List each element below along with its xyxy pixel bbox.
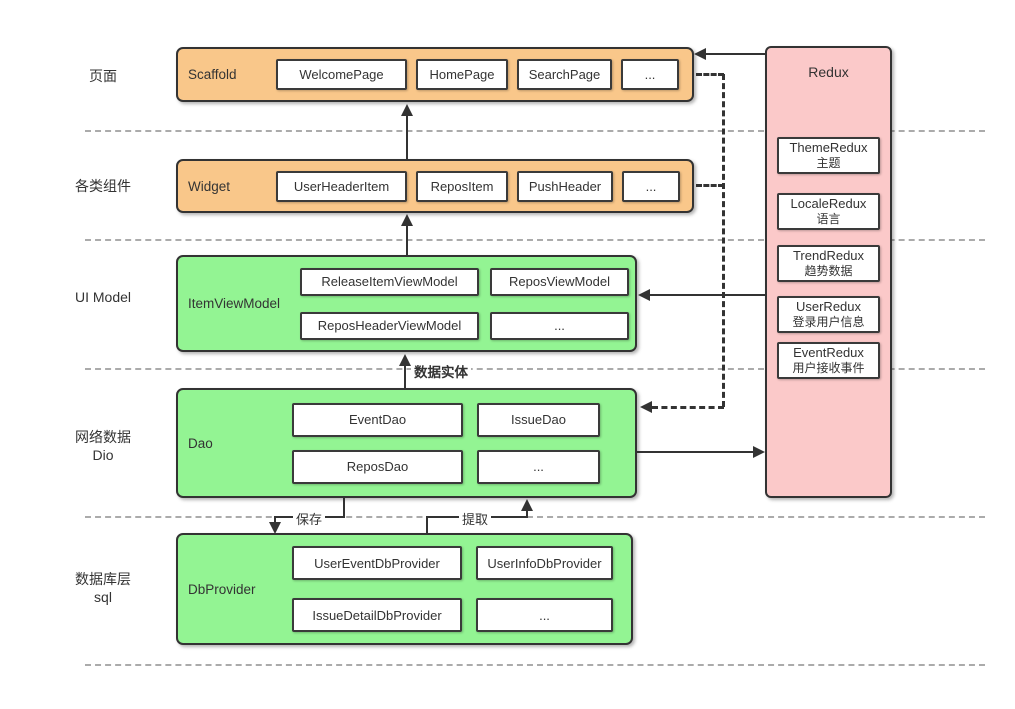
layer-label-ui-model: UI Model	[74, 289, 132, 305]
node-reposdao: ReposDao	[292, 449, 463, 484]
redux-item-event: EventRedux 用户接收事件	[777, 342, 880, 380]
widget-label: Widget	[188, 178, 231, 194]
connector-scaffold-dashed	[696, 73, 724, 76]
scaffold-label: Scaffold	[188, 67, 237, 82]
connector-vertical-dashed	[722, 74, 725, 407]
arrow-redux-to-scaffold-head	[694, 48, 706, 60]
widget-container: Widget UserHeaderItem ReposItem PushHead…	[176, 159, 694, 213]
arrow-redux-to-scaffold-line	[706, 53, 765, 55]
node-welcomepage: WelcomePage	[276, 59, 407, 90]
redux-item-trend: TrendRedux 趋势数据	[777, 245, 880, 283]
arrow-dao-to-redux-head	[753, 446, 765, 458]
redux-item-desc: 趋势数据	[804, 264, 853, 279]
node-searchpage: SearchPage	[517, 59, 612, 90]
node-reposviewmodel: ReposViewModel	[490, 267, 629, 296]
layer-label-database: 数据库层 sql	[75, 571, 131, 606]
node-viewmodels-more: ...	[490, 311, 629, 340]
separator-line	[85, 516, 985, 518]
dao-items: EventDao IssueDao ReposDao ...	[292, 402, 600, 484]
widget-items: UserHeaderItem ReposItem PushHeader ...	[276, 170, 680, 202]
node-userheaderitem: UserHeaderItem	[276, 170, 407, 202]
node-reposheaderviewmodel: ReposHeaderViewModel	[300, 311, 479, 340]
redux-item-name: UserRedux	[795, 299, 862, 314]
node-widgets-more: ...	[622, 170, 680, 202]
scaffold-items: WelcomePage HomePage SearchPage ...	[276, 59, 679, 90]
arrow-extract-head	[521, 499, 533, 511]
layer-label-network: 网络数据 Dio	[75, 429, 131, 464]
redux-container: Redux ThemeRedux 主题 LocaleRedux 语言 Trend…	[765, 46, 892, 498]
redux-item-desc: 登录用户信息	[792, 315, 865, 330]
arrow-dao-to-viewmodel-head	[399, 354, 411, 366]
dbprovider-items: UserEventDbProvider UserInfoDbProvider I…	[292, 546, 613, 632]
arrow-redux-to-viewmodel-head	[638, 289, 650, 301]
redux-title: Redux	[808, 64, 849, 80]
redux-item-desc: 主题	[816, 156, 841, 171]
redux-item-name: ThemeRedux	[789, 140, 868, 155]
arrow-dao-to-viewmodel-line	[404, 365, 406, 388]
redux-item-name: LocaleRedux	[790, 196, 867, 211]
node-userinfodbprovider: UserInfoDbProvider	[476, 546, 613, 580]
arrow-viewmodel-to-widget-line	[406, 225, 408, 255]
arrow-redux-to-viewmodel-line	[650, 294, 765, 296]
arrow-save-segment	[274, 517, 276, 523]
separator-line	[85, 664, 985, 666]
redux-item-locale: LocaleRedux 语言	[777, 193, 880, 231]
dbprovider-label: DbProvider	[188, 581, 256, 597]
dbprovider-container: DbProvider UserEventDbProvider UserInfoD…	[176, 533, 633, 645]
arrow-viewmodel-to-widget-head	[401, 214, 413, 226]
label-extract: 提取	[459, 509, 492, 528]
dashed-arrowhead-into-dao	[640, 401, 652, 413]
connector-dao-dashed	[652, 406, 724, 409]
arrow-save-segment	[343, 498, 345, 517]
arrow-save-head	[269, 522, 281, 534]
node-issuedetaildbprovider: IssueDetailDbProvider	[292, 598, 462, 632]
arrow-extract-segment	[426, 517, 428, 534]
arrow-dao-to-redux-line	[637, 451, 753, 453]
separator-line	[85, 239, 985, 241]
scaffold-container: Scaffold WelcomePage HomePage SearchPage…	[176, 47, 694, 102]
node-usereventdbprovider: UserEventDbProvider	[292, 546, 462, 580]
connector-widget-dashed	[696, 184, 724, 187]
layer-label-widgets: 各类组件	[75, 178, 131, 194]
redux-item-desc: 用户接收事件	[792, 361, 865, 376]
separator-line	[85, 130, 985, 132]
itemviewmodel-label: ItemViewModel	[188, 296, 281, 311]
dao-label: Dao	[188, 435, 213, 451]
node-issuedao: IssueDao	[477, 402, 600, 437]
arrow-widget-to-scaffold-head	[401, 104, 413, 116]
node-repositem: ReposItem	[416, 170, 508, 202]
arrow-extract-segment	[526, 509, 528, 517]
separator-line	[85, 368, 985, 370]
redux-item-name: EventRedux	[793, 345, 864, 360]
redux-item-theme: ThemeRedux 主题	[777, 137, 880, 175]
redux-item-name: TrendRedux	[792, 248, 865, 263]
node-pages-more: ...	[621, 59, 679, 90]
redux-item-user: UserRedux 登录用户信息	[777, 296, 880, 334]
redux-item-desc: 语言	[816, 212, 841, 227]
label-data-entity: 数据实体	[411, 361, 471, 381]
itemviewmodel-items: ReleaseItemViewModel ReposViewModel Repo…	[300, 267, 629, 340]
node-eventdao: EventDao	[292, 402, 463, 437]
itemviewmodel-container: ItemViewModel ReleaseItemViewModel Repos…	[176, 255, 637, 352]
label-save: 保存	[293, 509, 326, 528]
node-daos-more: ...	[477, 449, 600, 484]
node-releaseitemviewmodel: ReleaseItemViewModel	[300, 267, 479, 296]
node-dbproviders-more: ...	[476, 598, 613, 632]
arrow-widget-to-scaffold-line	[406, 115, 408, 159]
layer-label-pages: 页面	[89, 68, 117, 84]
node-homepage: HomePage	[416, 59, 508, 90]
node-pushheader: PushHeader	[517, 170, 613, 202]
dao-container: Dao EventDao IssueDao ReposDao ...	[176, 388, 637, 498]
